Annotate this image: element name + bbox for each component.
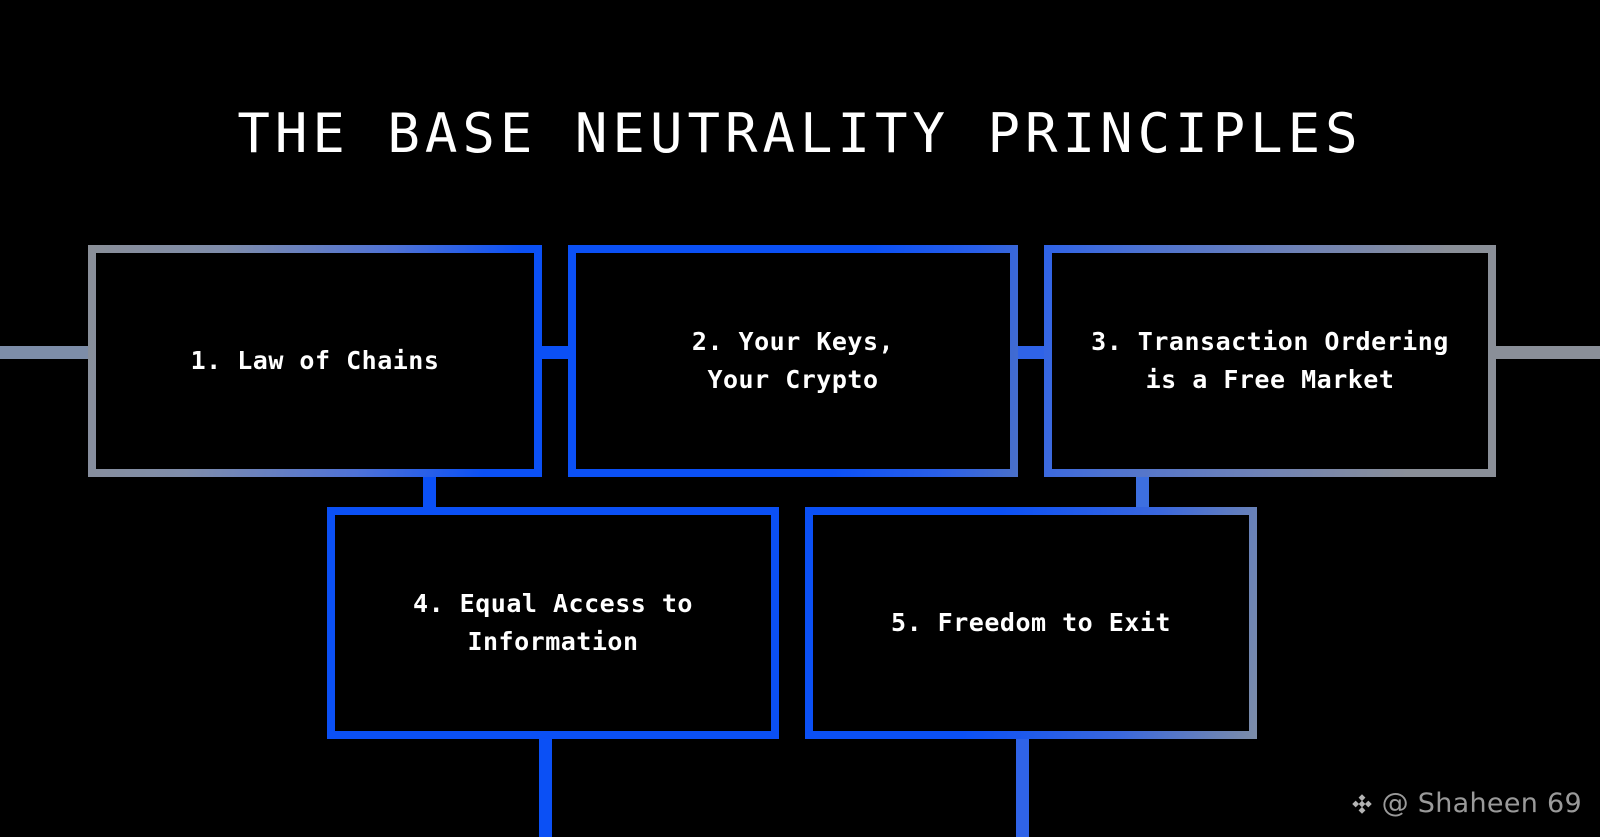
principle-box-2[interactable]: 2. Your Keys, Your Crypto xyxy=(568,245,1018,477)
principle-box-2-label: 2. Your Keys, Your Crypto xyxy=(691,327,895,394)
principle-box-1[interactable]: 1. Law of Chains xyxy=(88,245,542,477)
principle-box-4-label: 4. Equal Access to Information xyxy=(413,589,693,656)
watermark: @ Shaheen 69 xyxy=(1349,788,1582,819)
principle-box-3[interactable]: 3. Transaction Ordering is a Free Market xyxy=(1044,245,1496,477)
principle-box-4[interactable]: 4. Equal Access to Information xyxy=(327,507,779,739)
connector-box4-to-bottom xyxy=(539,712,552,837)
connector-box5-to-bottom xyxy=(1016,712,1029,837)
page-title: THE BASE NEUTRALITY PRINCIPLES xyxy=(237,102,1363,165)
connector-left-edge-to-box1 xyxy=(0,346,94,359)
principle-box-5-label: 5. Freedom to Exit xyxy=(891,608,1171,637)
connector-box3-to-right-edge xyxy=(1468,346,1600,359)
binance-diamond-icon xyxy=(1349,791,1375,817)
principle-box-3-label: 3. Transaction Ordering is a Free Market xyxy=(1091,327,1449,394)
watermark-handle: @ Shaheen 69 xyxy=(1381,788,1582,819)
principle-box-1-label: 1. Law of Chains xyxy=(190,346,440,375)
principle-box-5[interactable]: 5. Freedom to Exit xyxy=(805,507,1257,739)
